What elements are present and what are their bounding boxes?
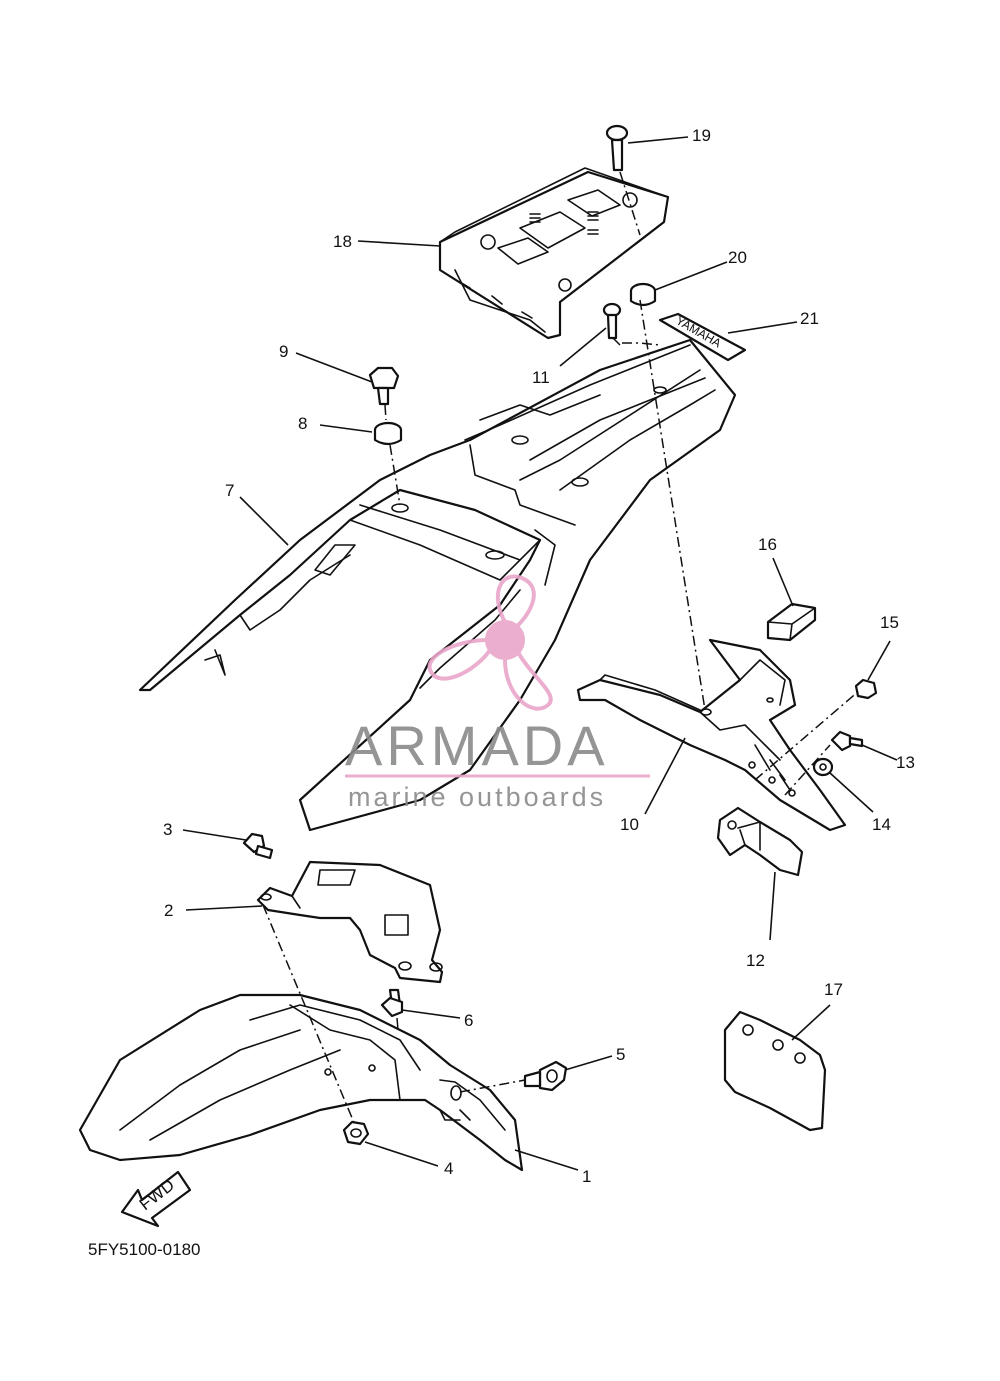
bolt-9 xyxy=(368,366,400,406)
callout-8: 8 xyxy=(298,414,307,433)
front-fender xyxy=(78,993,524,1172)
callout-19: 19 xyxy=(692,126,711,145)
bolt-3 xyxy=(242,832,274,860)
grommet-20 xyxy=(629,282,657,307)
callout-21: 21 xyxy=(800,309,819,328)
callout-15: 15 xyxy=(880,613,899,632)
leader-lines xyxy=(182,136,898,1171)
seat-frame-cover xyxy=(138,338,737,832)
callout-labels: 1 2 3 4 5 6 7 8 9 10 11 12 13 14 15 16 1… xyxy=(163,126,915,1186)
watermark-subtitle: marine outboards xyxy=(348,782,606,812)
bolt-11 xyxy=(602,302,622,340)
callout-12: 12 xyxy=(746,951,765,970)
plate-pad-17 xyxy=(723,1010,827,1132)
bolt-19 xyxy=(605,124,629,172)
diagram-code: 5FY5100-0180 xyxy=(88,1240,200,1259)
nut-15 xyxy=(854,678,878,700)
washer-14 xyxy=(812,757,834,777)
callout-7: 7 xyxy=(225,481,234,500)
callout-18: 18 xyxy=(333,232,352,251)
front-fender-bracket xyxy=(256,860,444,984)
callout-20: 20 xyxy=(728,248,747,267)
callout-4: 4 xyxy=(444,1159,453,1178)
callout-3: 3 xyxy=(163,820,172,839)
bolt-13 xyxy=(830,730,864,752)
callout-17: 17 xyxy=(824,980,843,999)
bracket-12 xyxy=(716,806,804,877)
callout-1: 1 xyxy=(582,1167,591,1186)
callout-11: 11 xyxy=(532,368,550,387)
fwd-arrow-icon: FWD xyxy=(120,1170,192,1228)
propeller-logo xyxy=(427,574,553,711)
callout-6: 6 xyxy=(464,1011,473,1030)
pad-16 xyxy=(766,602,817,642)
callout-5: 5 xyxy=(616,1045,625,1064)
rear-fender-bracket xyxy=(576,638,847,832)
watermark-title: ARMADA xyxy=(345,714,609,777)
rear-carrier xyxy=(438,167,670,340)
callout-2: 2 xyxy=(164,901,173,920)
callout-13: 13 xyxy=(896,753,915,772)
grommet-8 xyxy=(373,421,403,446)
watermark: ARMADA marine outboards xyxy=(345,574,650,812)
callout-14: 14 xyxy=(872,815,891,834)
fastener-5 xyxy=(523,1060,568,1092)
nut-4 xyxy=(342,1120,370,1146)
assembly-lines xyxy=(262,171,861,1126)
callout-10: 10 xyxy=(620,815,639,834)
bolt-6 xyxy=(380,988,404,1018)
callout-16: 16 xyxy=(758,535,777,554)
callout-9: 9 xyxy=(279,342,288,361)
